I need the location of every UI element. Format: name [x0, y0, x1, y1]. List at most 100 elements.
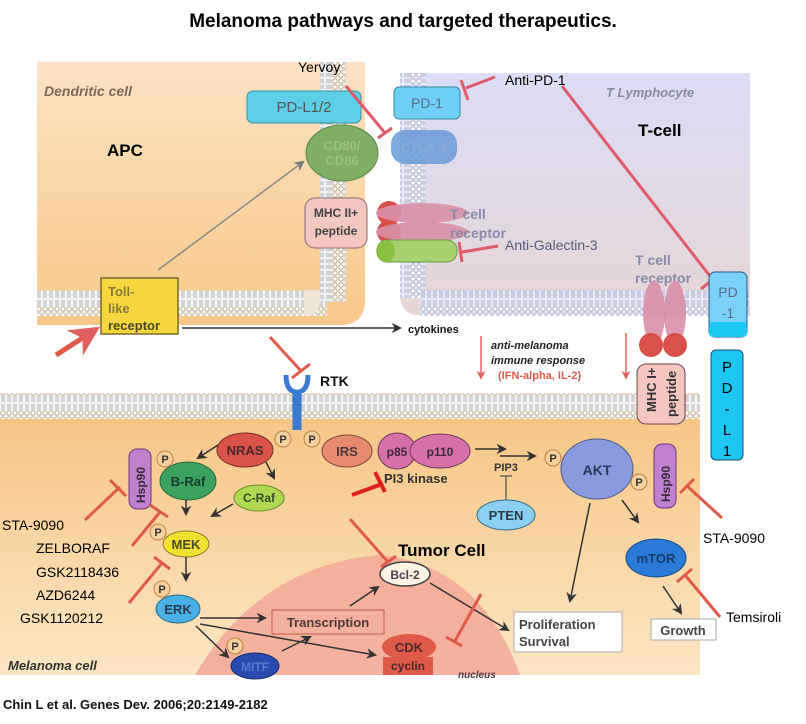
tcr-chain-1: [376, 203, 468, 223]
akt-label: AKT: [583, 462, 612, 478]
cdk-inhibition-line: [453, 593, 483, 642]
rtk-label: RTK: [320, 373, 349, 389]
proliferation-box: [513, 611, 623, 653]
mek-phospho: [149, 523, 167, 541]
sta9090-left-inhibition-bar: [108, 478, 128, 498]
pdl1-char: D: [722, 380, 733, 397]
dendritic-cell-label: Dendritic cell: [44, 83, 133, 99]
mek-inhibitor-bar: [153, 555, 171, 571]
braf-phospho-label: P: [161, 454, 168, 466]
tcr2-chain-1: [643, 281, 665, 345]
bcl2-label: Bcl-2: [390, 568, 420, 582]
nras-label: NRAS: [227, 443, 264, 458]
pd1-label: PD-1: [411, 95, 443, 111]
pi3k-label: PI3 kinase: [384, 471, 448, 486]
sta9090-right-inhibition-bar: [678, 477, 696, 495]
drug-gsk1120212: GSK1120212: [20, 610, 103, 626]
rtk-phospho: [303, 430, 321, 448]
cdk-label: CDK: [395, 640, 424, 655]
tlr-activation-arrow: [54, 326, 101, 358]
hsp90-right-label: Hsp90: [659, 466, 673, 502]
drug-gsk2118436: GSK2118436: [36, 564, 119, 580]
mhc2-label-line1: MHC II+: [314, 206, 358, 220]
rtk-inhibition-bar: [291, 362, 311, 380]
apc-membrane-corner: [304, 290, 320, 316]
erk-label: ERK: [164, 602, 192, 617]
drug-sta9090-right: STA-9090: [703, 530, 765, 546]
tcr2-chain-2: [664, 281, 686, 345]
cd86-label: CD86: [325, 153, 358, 168]
akt-phospho-right: [630, 473, 648, 491]
sta9090-left-inhibition-line: [83, 485, 122, 522]
pd1-right-box-bottom: [709, 322, 747, 337]
toll-like-receptor-box: [100, 277, 179, 335]
drug-sta9090-left: STA-9090: [2, 517, 64, 533]
apc-cell-body: [37, 62, 365, 325]
mitf-phospho: [226, 637, 244, 655]
tcell-label: T-cell: [638, 121, 681, 140]
craf-node: [233, 484, 285, 512]
akt-phospho-left: [544, 449, 562, 467]
growth-label: Growth: [660, 623, 706, 638]
pd1-box: [393, 86, 461, 120]
erk-to-mitf-arrow: [195, 625, 230, 659]
p110-node: [409, 433, 471, 469]
tcr-chain-2: [376, 222, 468, 242]
akt-to-proliferation-arrow: [566, 502, 591, 604]
hsp90-left-label: Hsp90: [134, 467, 148, 503]
ctla4-label: CTLA-4: [401, 140, 448, 155]
apc-label: APC: [107, 141, 143, 160]
irs-label: IRS: [336, 444, 358, 459]
mitf-to-transcription-arrow: [281, 636, 312, 652]
erk-node: [155, 594, 201, 624]
braf-node: [159, 461, 217, 501]
mitf-label: MITF: [241, 660, 269, 674]
tcell-membrane-horizontal: [420, 290, 750, 316]
cytokines-label: cytokines: [408, 324, 459, 336]
drug-zelboraf: ZELBORAF: [36, 540, 110, 556]
anti-pd1-inhibition-bar: [459, 79, 470, 101]
proliferation-label: Proliferation: [519, 617, 596, 632]
melanoma-cell-label: Melanoma cell: [8, 658, 97, 673]
nucleus-label: nucleus: [458, 670, 496, 681]
akt-to-mtor-arrow: [621, 499, 640, 524]
nras-to-craf-arrow: [265, 461, 275, 480]
pi3k-inhibition-line: [351, 482, 383, 497]
drug-anti-galectin3: Anti-Galectin-3: [505, 237, 598, 253]
tcr2-label-line1: T cell: [635, 252, 671, 268]
mhc1-label-line1: MHC I+: [644, 367, 659, 412]
bcl2-inhibition-line: [348, 518, 390, 563]
pip3-label: PIP3: [494, 462, 518, 474]
rtk-receptor: [283, 374, 311, 430]
cdk-node: [382, 634, 436, 660]
braf-phospho: [156, 450, 174, 468]
ctla4-box: [391, 130, 457, 164]
temsiroli-inhibition-line: [683, 574, 722, 618]
craf-label: C-Raf: [243, 491, 276, 505]
pdl1-right-label: PD-L1: [722, 359, 733, 460]
anti-galectin3-line: [461, 244, 499, 254]
braf-label: B-Raf: [171, 474, 206, 489]
pdl12-box: [246, 90, 362, 124]
hsp90-left-cylinder: [128, 448, 152, 510]
tcr-label-line2: receptor: [450, 225, 507, 241]
citation: Chin L et al. Genes Dev. 2006;20:2149-21…: [3, 697, 268, 712]
pdl1-right-box: [710, 349, 744, 461]
nras-phospho-label: P: [279, 434, 286, 446]
craf-to-mek-arrow: [210, 503, 234, 518]
pdl1-char: 1: [723, 443, 731, 460]
anti-pd1-long-line: [560, 85, 715, 281]
drug-azd6244: AZD6244: [36, 587, 95, 603]
tlr-label-line3: receptor: [108, 318, 160, 333]
yervoy-inhibition-line: [344, 85, 387, 134]
mtor-label: mTOR: [637, 551, 676, 566]
t-lymphocyte-label: T Lymphocyte: [606, 85, 694, 100]
immune-response-line1: anti-melanoma: [491, 340, 569, 352]
irs-node: [321, 434, 373, 468]
immune-response-line2: immune response: [491, 355, 585, 367]
akt-node: [560, 438, 634, 500]
pdl1-char: L: [723, 422, 731, 439]
anti-galectin3-bar: [457, 241, 464, 263]
drug-anti-pd1: Anti-PD-1: [505, 72, 566, 88]
